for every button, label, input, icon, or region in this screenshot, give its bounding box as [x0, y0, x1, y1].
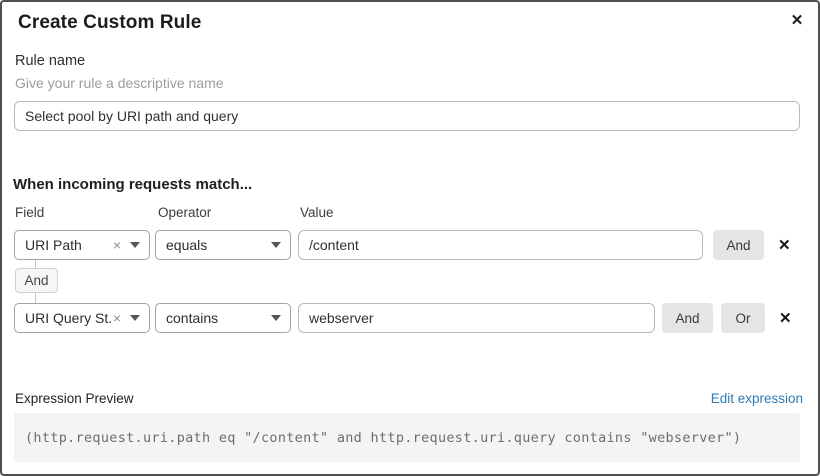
match-heading: When incoming requests match...	[13, 176, 253, 193]
connector-line	[35, 260, 36, 269]
value-column-label: Value	[300, 205, 334, 220]
and-button[interactable]: And	[662, 303, 713, 333]
condition-row: URI Path × equals And ✕	[14, 230, 791, 260]
operator-select-value: contains	[166, 310, 219, 326]
field-select[interactable]: URI Query St... ×	[14, 303, 150, 333]
caret-down-icon	[271, 242, 281, 248]
clear-icon[interactable]: ×	[112, 237, 121, 253]
remove-condition-icon[interactable]: ✕	[778, 236, 791, 254]
operator-select[interactable]: contains	[155, 303, 291, 333]
field-select-value: URI Path	[25, 237, 82, 253]
caret-down-icon	[130, 315, 140, 321]
caret-down-icon	[271, 315, 281, 321]
edit-expression-link[interactable]: Edit expression	[710, 391, 803, 406]
operator-select[interactable]: equals	[155, 230, 291, 260]
connector-line	[35, 293, 36, 303]
value-input[interactable]	[298, 303, 655, 333]
and-button[interactable]: And	[713, 230, 764, 260]
expression-preview-code: (http.request.uri.path eq "/content" and…	[14, 413, 800, 462]
clear-icon[interactable]: ×	[112, 310, 121, 326]
caret-down-icon	[130, 242, 140, 248]
operator-select-value: equals	[166, 237, 208, 253]
rule-name-input[interactable]	[14, 101, 800, 131]
close-icon[interactable]: ✕	[786, 9, 808, 31]
condition-row: URI Query St... × contains And Or ✕	[14, 303, 792, 333]
field-column-label: Field	[15, 205, 45, 220]
dialog-title: Create Custom Rule	[18, 12, 202, 33]
expression-preview-label: Expression Preview	[15, 391, 134, 406]
rule-name-label: Rule name	[15, 53, 86, 69]
field-select-value: URI Query St...	[25, 310, 113, 326]
field-select[interactable]: URI Path ×	[14, 230, 150, 260]
rule-name-hint: Give your rule a descriptive name	[15, 75, 224, 91]
or-button[interactable]: Or	[721, 303, 765, 333]
value-input[interactable]	[298, 230, 703, 260]
remove-condition-icon[interactable]: ✕	[779, 309, 792, 327]
operator-column-label: Operator	[158, 205, 212, 220]
connector-and-badge: And	[15, 268, 58, 293]
